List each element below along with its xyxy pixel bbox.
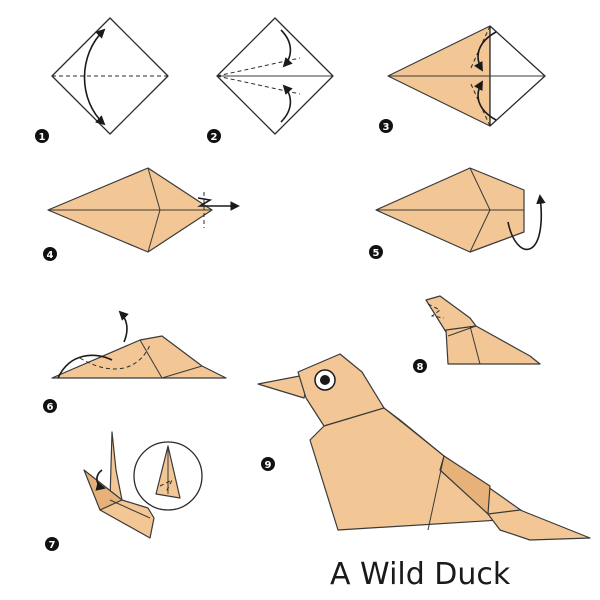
fold-arrow	[83, 28, 106, 126]
folded-flat-shape	[51, 335, 227, 379]
small-body	[445, 325, 541, 365]
head-crease	[427, 303, 445, 319]
step-7-diagram	[83, 431, 203, 539]
step-7-number: 7	[49, 540, 56, 551]
step-1-number: 1	[39, 132, 46, 143]
step-4-number: 4	[47, 250, 54, 261]
step-2-badge: 2	[207, 129, 221, 143]
fold-line	[139, 339, 163, 379]
fold-arrow-top	[280, 29, 293, 68]
step-1-badge: 1	[35, 129, 49, 143]
tail	[487, 509, 591, 541]
edge-line-bottom	[147, 209, 161, 253]
step-2-number: 2	[211, 132, 218, 143]
step-3-badge: 3	[379, 119, 393, 133]
crease-curve	[79, 344, 151, 370]
step-7-badge: 7	[45, 537, 59, 551]
fold-arrow-left	[57, 354, 113, 379]
step-5-number: 5	[373, 248, 380, 259]
fold-line	[161, 365, 203, 379]
step-9-diagram	[257, 353, 591, 541]
pleat-arrow	[197, 197, 240, 211]
step-6-badge: 6	[43, 399, 57, 413]
step-9-badge: 9	[261, 457, 275, 471]
step-4-badge: 4	[43, 247, 57, 261]
step-3-diagram	[387, 25, 546, 127]
step-8-badge: 8	[413, 359, 427, 373]
fold-arrow-top	[474, 31, 497, 72]
wing-fold-line	[383, 407, 445, 457]
step-6-number: 6	[47, 402, 54, 413]
fold-arrow	[95, 469, 106, 491]
fold-arrow	[507, 194, 546, 251]
step-8-diagram	[425, 295, 541, 365]
pupil	[320, 375, 330, 385]
step-8-number: 8	[417, 362, 424, 373]
fold-arrow-up	[118, 310, 129, 343]
fold-arrow-bottom	[280, 84, 293, 123]
fold-arrow-bottom	[474, 80, 497, 121]
step-2-diagram	[216, 17, 334, 135]
edge-line-bottom	[469, 209, 491, 253]
wing-edge-line	[427, 455, 445, 531]
fold-line	[109, 499, 151, 519]
step-9-number: 9	[265, 460, 272, 471]
edge-line-top	[147, 167, 161, 211]
detail-crease	[159, 478, 174, 493]
step-4-diagram	[47, 167, 240, 253]
edge-line-top	[469, 167, 491, 211]
step-1-diagram	[51, 17, 169, 135]
step-5-diagram	[375, 167, 546, 253]
body	[309, 407, 533, 531]
neck-line	[447, 325, 477, 337]
page-title: A Wild Duck	[330, 557, 511, 592]
step-6-diagram	[51, 310, 227, 379]
body-fold-line	[469, 325, 481, 365]
step-3-number: 3	[383, 122, 390, 133]
step-5-badge: 5	[369, 245, 383, 259]
